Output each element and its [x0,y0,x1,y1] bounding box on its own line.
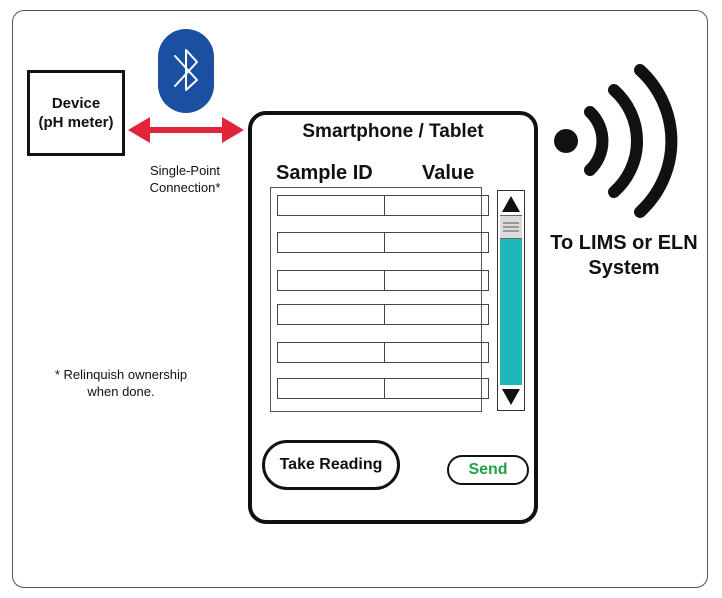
table-row [277,195,489,216]
arrow-up-icon[interactable] [500,193,522,215]
readings-table [270,187,489,412]
table-row [277,304,489,325]
sample-id-cell[interactable] [277,232,384,253]
sample-id-cell[interactable] [277,195,384,216]
connection-label-line2: Connection* [149,180,221,195]
table-scrollbar[interactable] [497,190,525,411]
destination-line2: System [588,257,660,279]
column-header-sample-id: Sample ID [276,162,373,184]
destination-line1: To LIMS or ELN [550,232,698,254]
scroll-thumb[interactable] [500,215,522,239]
sample-id-cell[interactable] [277,378,384,399]
footnote: * Relinquish ownership when done. [36,366,206,400]
value-cell[interactable] [383,342,489,363]
connection-arrow [128,117,244,143]
sample-id-cell[interactable] [277,304,384,325]
footnote-line1: * Relinquish ownership [54,367,188,382]
footnote-line2: when done. [87,384,155,399]
connection-label: Single-Point Connection* [132,162,238,196]
smartphone-tablet: Smartphone / Tablet Sample ID Value [248,111,538,524]
sample-id-cell[interactable] [277,342,384,363]
value-cell[interactable] [383,195,489,216]
device-box: Device (pH meter) [27,70,125,156]
diagram-frame [12,10,708,588]
table-row [277,232,489,253]
table-row [277,342,489,363]
phone-title: Smartphone / Tablet [302,121,484,142]
send-button[interactable]: Send [447,455,529,485]
table-row [277,378,489,399]
table-row [277,270,489,291]
value-cell[interactable] [383,232,489,253]
value-cell[interactable] [383,270,489,291]
device-label: Device [51,95,101,112]
connection-label-line1: Single-Point [149,163,221,178]
destination-label: To LIMS or ELN System [536,231,712,281]
arrow-down-icon[interactable] [500,386,522,408]
wireless-signal-icon [554,64,678,218]
column-header-value: Value [422,162,475,184]
device-sublabel: (pH meter) [38,114,114,131]
take-reading-button[interactable]: Take Reading [262,440,400,490]
bluetooth-icon [158,29,214,113]
value-cell[interactable] [383,378,489,399]
value-cell[interactable] [383,304,489,325]
scroll-track[interactable] [500,239,522,385]
grip-icon [503,222,519,232]
sample-id-cell[interactable] [277,270,384,291]
